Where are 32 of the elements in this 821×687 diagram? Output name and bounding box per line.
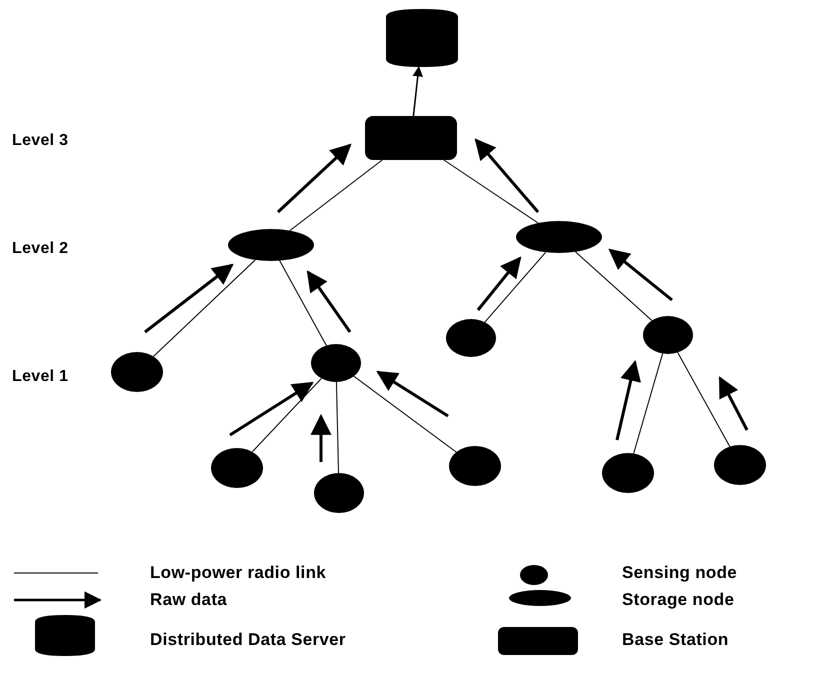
radio-link-line — [443, 160, 539, 224]
legend-text: Base Station — [622, 630, 729, 650]
sensing-node — [111, 352, 163, 392]
sensing-node — [311, 344, 361, 382]
radio-link-line — [279, 260, 327, 346]
radio-link-line — [252, 378, 322, 452]
radio-link-line — [633, 353, 664, 454]
sensing-node — [602, 453, 654, 493]
radio-link-line — [484, 252, 546, 323]
radio-link-line — [574, 251, 652, 321]
legend-text: Sensing node — [622, 563, 738, 583]
sensing-node — [643, 316, 693, 354]
base-station-box — [365, 116, 457, 160]
server-cylinder — [386, 9, 458, 67]
sensing-node — [314, 473, 364, 513]
legend-text: Low-power radio link — [150, 563, 326, 583]
legend-text: Raw data — [150, 590, 228, 610]
arrow — [412, 66, 423, 116]
radio-link-line — [289, 160, 383, 232]
level-label: Level 2 — [12, 240, 68, 258]
legend-text: Distributed Data Server — [150, 630, 346, 650]
sensing-node — [446, 319, 496, 357]
sensing-node — [714, 445, 766, 485]
sensing-node — [211, 448, 263, 488]
legend-text: Storage node — [622, 590, 734, 610]
radio-link-line — [677, 352, 730, 448]
radio-link-line — [336, 382, 340, 474]
level-label: Level 1 — [12, 368, 68, 386]
radio-link-line — [353, 376, 457, 453]
sensing-node — [449, 446, 501, 486]
level-label: Level 3 — [12, 132, 68, 150]
radio-link-line — [152, 259, 256, 357]
